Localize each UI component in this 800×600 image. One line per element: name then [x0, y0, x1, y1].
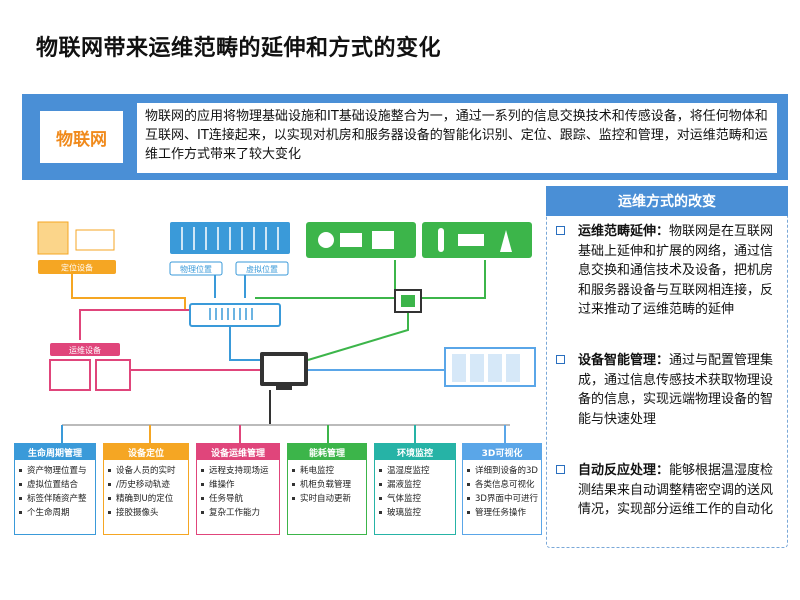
item-text: 能够根据温湿度检测结果来自动调整精密空调的送风情况，实现部分运维工作的自动化: [578, 463, 774, 517]
router-icon: [75, 229, 115, 251]
server-rack-icon: [37, 221, 69, 255]
iot-badge: 物联网: [40, 111, 123, 163]
connector-env: [395, 260, 486, 299]
rfid-tag-icon: [189, 303, 281, 327]
column-item: /历史移动轨迹: [108, 478, 186, 492]
item-title: 设备智能管理：: [578, 353, 670, 368]
column-energy: 能耗管理 耗电监控 机柜负载管理 实时自动更新: [287, 443, 367, 535]
item-title: 自动反应处理：: [578, 463, 670, 478]
item-text: 通过与配置管理集成，通过信息传感技术获取物理设备的信息，实现远端物理设备的智能与…: [578, 353, 774, 427]
ops-device-label: 运维设备: [69, 345, 101, 355]
ops-change-item: 设备智能管理：通过与配置管理集成，通过信息传感技术获取物理设备的信息，实现远端物…: [556, 351, 784, 429]
physical-pos-label: 物理位置: [180, 264, 212, 274]
scanner-icon: [49, 359, 91, 391]
column-device-location: 设备定位 设备人员的实时 /历史移动轨迹 精确到U的定位 接胶摄像头: [103, 443, 189, 535]
column-item: 气体监控: [379, 492, 453, 506]
column-item: 精确到U的定位: [108, 492, 186, 506]
column-item: 温湿度监控: [379, 464, 453, 478]
column-header: 3D可视化: [463, 444, 541, 460]
column-item: 管理任务操作: [467, 506, 539, 520]
column-item: 标签伴随资产整: [19, 492, 93, 506]
column-item: 个生命周期: [19, 506, 93, 520]
virtual-pos-label: 虚拟位置: [246, 264, 278, 274]
column-item: 耗电监控: [292, 464, 364, 478]
connector-ops-up: [79, 309, 190, 340]
column-item: 任务导航: [201, 492, 277, 506]
column-lifecycle: 生命周期管理 资产物理位置与 虚拟位置结合 标签伴随资产整 个生命周期: [14, 443, 96, 535]
checkbox-icon: [556, 226, 565, 235]
locate-label: 定位设备: [61, 263, 93, 273]
column-item: 漏液监控: [379, 478, 453, 492]
column-item: 实时自动更新: [292, 492, 364, 506]
checkbox-icon: [556, 355, 565, 364]
iot-architecture-diagram: 定位设备 物理位置 虚拟位置 运维设备: [37, 221, 536, 443]
column-header: 环境监控: [375, 444, 455, 460]
connector-chip-server: [307, 295, 409, 361]
column-item: 接胶摄像头: [108, 506, 186, 520]
item-title: 运维范畴延伸：: [578, 224, 670, 239]
column-device-ops: 设备运维管理 远程支持现场运 维操作 任务导航 复杂工作能力: [196, 443, 280, 535]
column-item: 虚拟位置结合: [19, 478, 93, 492]
item-text: 物联网是在互联网基础上延伸和扩展的网络，通过信息交换和通信技术及设备，把机房和服…: [578, 224, 774, 317]
column-item: 3D界面中可进行: [467, 492, 539, 506]
checkbox-icon: [556, 465, 565, 474]
connector-tag-server: [229, 325, 270, 361]
column-header: 能耗管理: [288, 444, 366, 460]
column-item: 机柜负载管理: [292, 478, 364, 492]
column-item: 设备人员的实时: [108, 464, 186, 478]
column-item: 玻璃监控: [379, 506, 453, 520]
column-item: 详细到设备的3D: [467, 464, 539, 478]
ops-change-item: 自动反应处理：能够根据温湿度检测结果来自动调整精密空调的送风情况，实现部分运维工…: [556, 461, 784, 520]
column-env-monitor: 环境监控 温湿度监控 漏液监控 气体监控 玻璃监控: [374, 443, 456, 535]
page-title: 物联网带来运维范畴的延伸和方式的变化: [36, 36, 442, 61]
column-header: 生命周期管理: [15, 444, 95, 460]
ops-change-header: 运维方式的改变: [546, 186, 788, 216]
connector-locate: [71, 265, 186, 310]
column-item: 维操作: [201, 478, 277, 492]
column-item: 各类信息可视化: [467, 478, 539, 492]
column-item: 远程支持现场运: [201, 464, 277, 478]
column-item: 资产物理位置与: [19, 464, 93, 478]
column-header: 设备定位: [104, 444, 188, 460]
column-header: 设备运维管理: [197, 444, 279, 460]
column-item: 复杂工作能力: [201, 506, 277, 520]
ops-change-item: 运维范畴延伸：物联网是在互联网基础上延伸和扩展的网络，通过信息交换和通信技术及设…: [556, 222, 784, 320]
intro-text: 物联网的应用将物理基础设施和IT基础设施整合为一，通过一系列的信息交换技术和传感…: [137, 103, 777, 173]
column-3d-visual: 3D可视化 详细到设备的3D 各类信息可视化 3D界面中可进行 管理任务操作: [462, 443, 542, 535]
tablet-icon: [95, 359, 131, 391]
